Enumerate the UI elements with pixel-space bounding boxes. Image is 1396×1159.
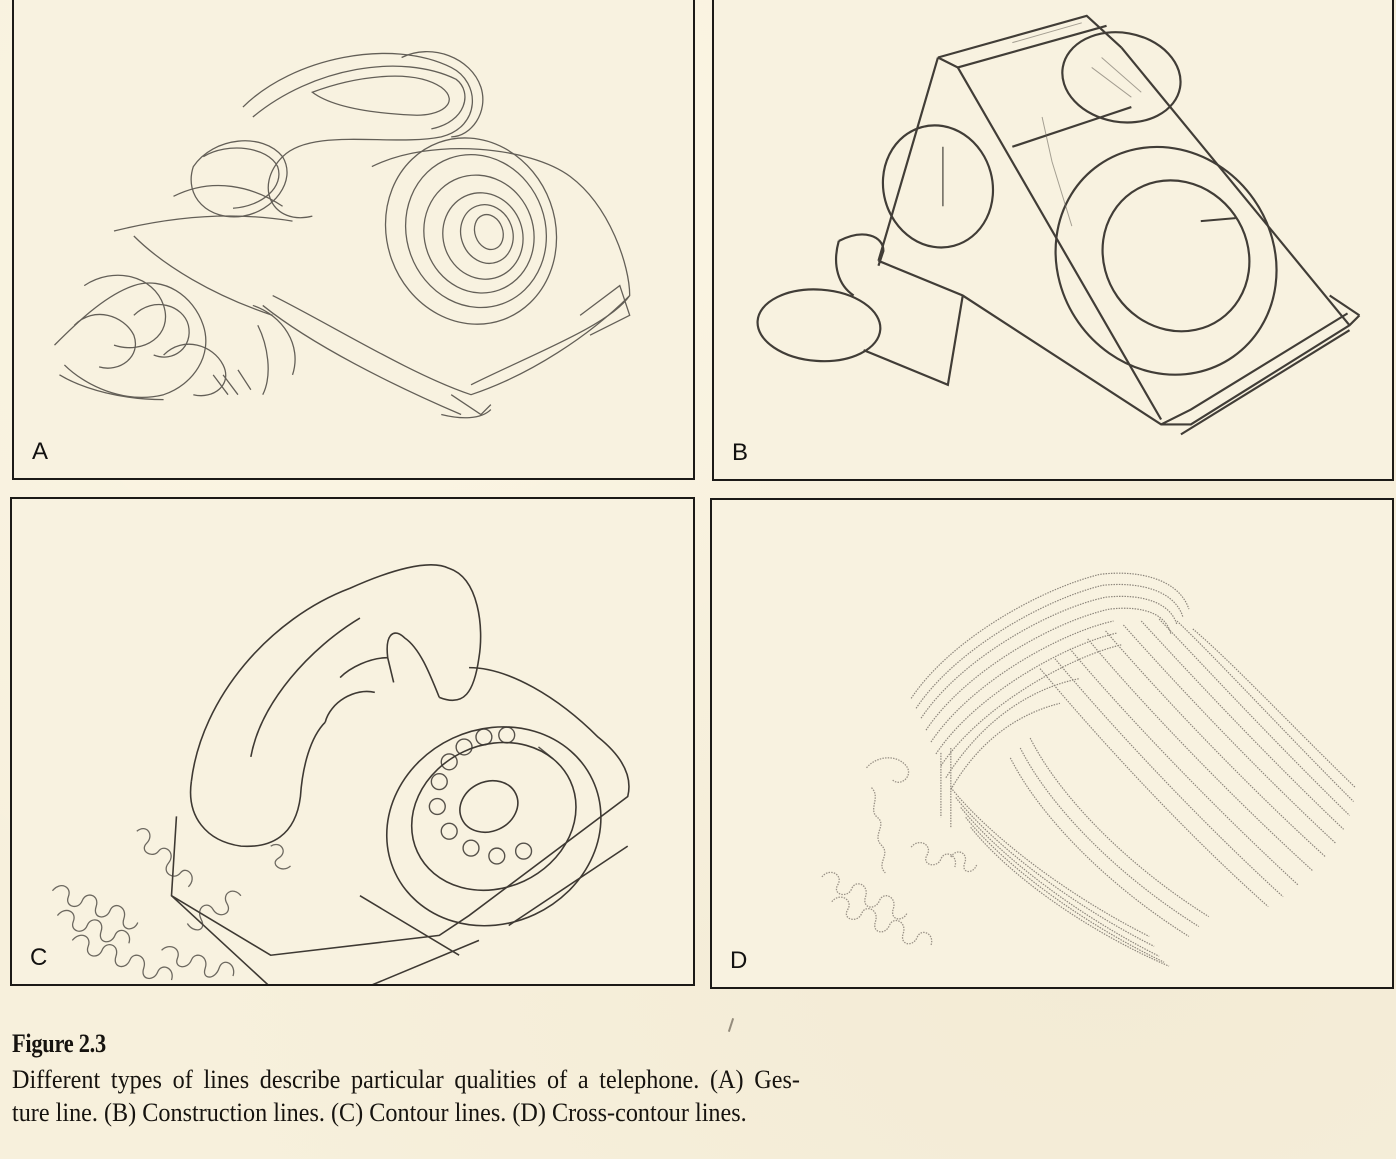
dial-holes bbox=[428, 726, 554, 865]
caption-text: Different types of lines describe partic… bbox=[12, 1063, 1128, 1129]
figure-panel-d: D bbox=[710, 498, 1394, 989]
figure-panel-c: C bbox=[10, 497, 695, 986]
figure-panel-a: A bbox=[12, 0, 695, 480]
panel-letter-d: D bbox=[730, 947, 748, 974]
panel-letter-a: A bbox=[32, 438, 49, 465]
figure-caption: Figure 2.3 Different types of lines desc… bbox=[12, 1029, 1212, 1129]
cross-contour-telephone-drawing bbox=[821, 572, 1356, 967]
construction-telephone-drawing bbox=[756, 14, 1361, 436]
caption-line-2: ture line. (B) Construction lines. (C) C… bbox=[12, 1098, 747, 1127]
panel-letter-b: B bbox=[732, 439, 749, 466]
figure-panel-b: B bbox=[712, 0, 1394, 481]
contour-telephone-drawing bbox=[51, 564, 630, 984]
coiled-cord bbox=[51, 828, 291, 981]
coiled-cord bbox=[821, 757, 978, 946]
figure-label: Figure 2.3 bbox=[12, 1029, 106, 1058]
panel-letter-c: C bbox=[30, 944, 48, 971]
caption-line-1: Different types of lines describe partic… bbox=[12, 1065, 800, 1094]
gesture-telephone-drawing bbox=[54, 51, 631, 419]
